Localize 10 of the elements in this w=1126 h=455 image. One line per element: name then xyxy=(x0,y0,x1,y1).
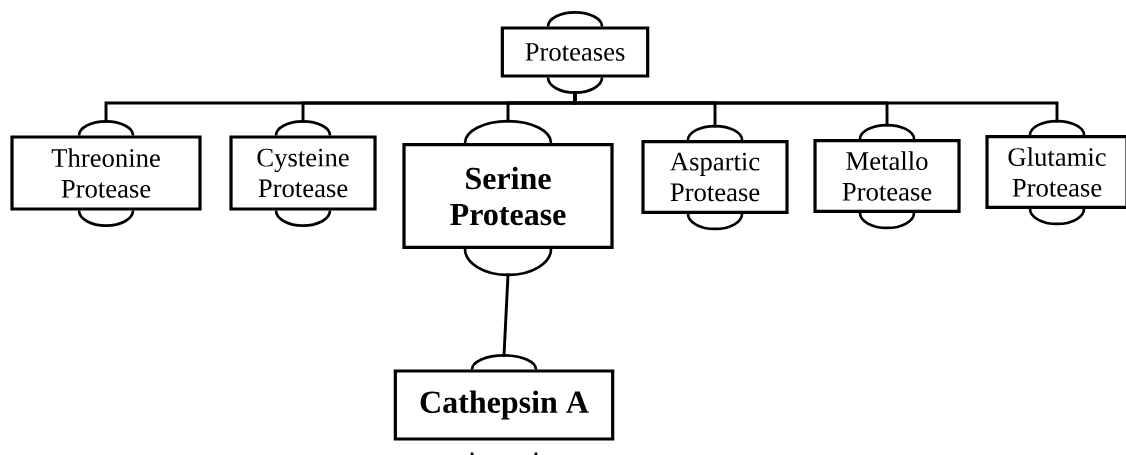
process-box: Threonine Protease xyxy=(10,120,202,227)
process-box: Glutamic Protease xyxy=(985,119,1126,226)
process-box: Metallo Protease xyxy=(813,123,961,230)
process-box: Serine Protease xyxy=(402,119,614,277)
process-box: Cathepsin A xyxy=(393,354,615,455)
process-box: Proteases xyxy=(500,11,650,94)
process-box: Cysteine Protease xyxy=(229,120,377,227)
connector-line xyxy=(502,273,510,357)
connector-line xyxy=(573,91,1059,123)
process-box: Aspartic Protease xyxy=(641,124,789,231)
